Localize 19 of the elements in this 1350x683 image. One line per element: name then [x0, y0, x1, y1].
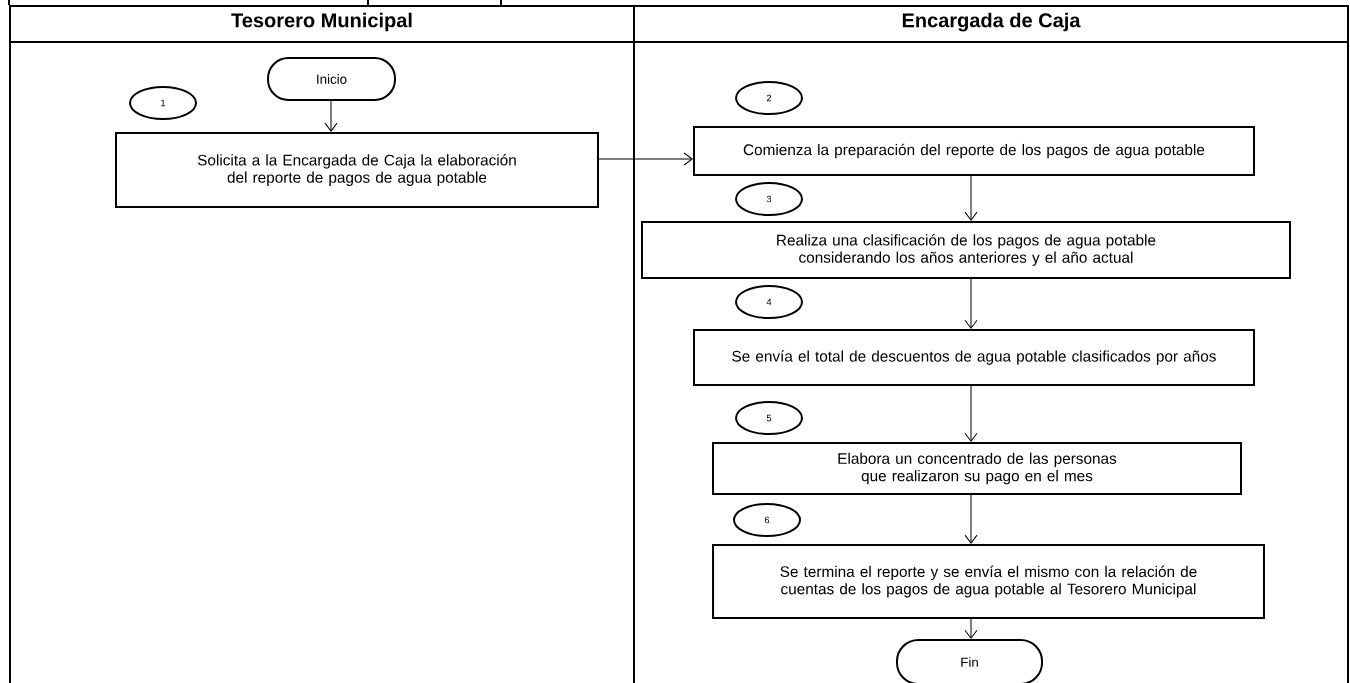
step-number: 2: [735, 81, 803, 115]
arrow: [964, 618, 978, 639]
process-box: Se envía el total de descuentos de agua potable clasificados por años: [693, 329, 1255, 386]
step-number: 5: [735, 401, 803, 435]
step-number: 1: [129, 86, 197, 120]
step-number: 4: [735, 285, 803, 319]
process-box: Solicita a la Encargada de Caja la elaboración del reporte de pagos de agua potable: [115, 132, 599, 208]
step-number: 3: [735, 182, 803, 216]
process-box: Elabora un concentrado de las personas que realizaron su pago en el mes: [712, 442, 1242, 495]
arrow: [964, 385, 978, 442]
step-number: 6: [733, 503, 801, 537]
process-box: Se termina el reporte y se envía el mismo con la relación de cuentas de los pagos de agua potable al Tesorero Municipal: [712, 543, 1265, 620]
arrow: [964, 278, 978, 329]
arrow: [964, 494, 978, 544]
process-box: Realiza una clasificación de los pagos de agua potable considerando los años anteriores y el año actual: [641, 221, 1291, 279]
process-box: Comienza la preparación del reporte de los pagos de agua potable: [693, 126, 1255, 176]
arrow: [324, 100, 338, 132]
arrow: [598, 152, 693, 166]
arrow: [964, 175, 978, 221]
